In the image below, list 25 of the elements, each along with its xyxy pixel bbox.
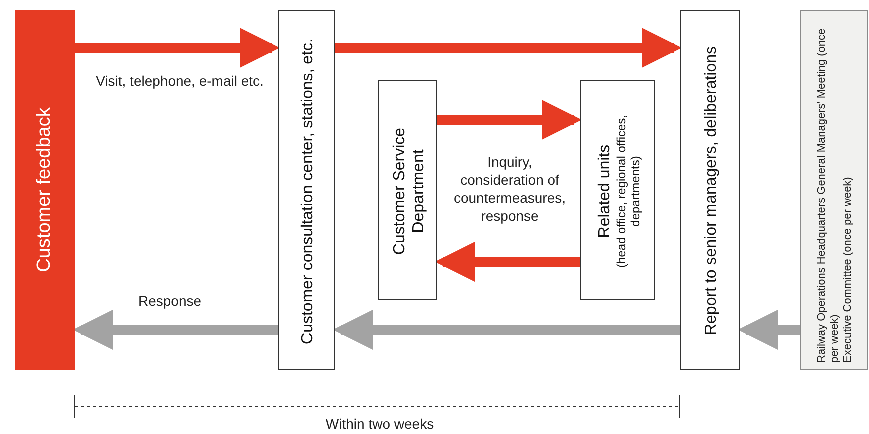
process-box <box>800 10 868 370</box>
node-subtitle: (head office, regional offices, departments) <box>614 114 642 270</box>
node-title: Railway Operations Headquarters General Managers' Meeting (once per week) <box>816 28 842 363</box>
arrow <box>335 28 682 68</box>
note-text: Inquiry, consideration of countermeasures, response <box>452 153 568 225</box>
node-title: Customer feedback <box>34 108 56 272</box>
arrow <box>333 310 680 350</box>
arrow <box>73 310 278 350</box>
arrow <box>437 100 582 140</box>
dimension-label: Within two weeks <box>324 415 436 433</box>
edge-label: Response <box>137 292 203 310</box>
process-box <box>378 80 437 300</box>
arrow <box>75 28 280 68</box>
node-title: Customer Service Department <box>390 126 428 257</box>
process-box <box>680 10 740 370</box>
node-subtitle: Executive Committee (once per week) <box>842 176 854 363</box>
arrow <box>435 242 580 282</box>
source-box <box>15 10 75 370</box>
edge-label: Visit, telephone, e-mail etc. <box>95 72 265 90</box>
process-box <box>580 80 655 300</box>
node-title: Related units <box>595 144 614 238</box>
arrow <box>738 310 800 350</box>
node-title: Customer consultation center, stations, etc. <box>298 38 317 344</box>
node-title: Report to senior managers, deliberations <box>702 46 720 336</box>
process-box <box>278 10 335 370</box>
